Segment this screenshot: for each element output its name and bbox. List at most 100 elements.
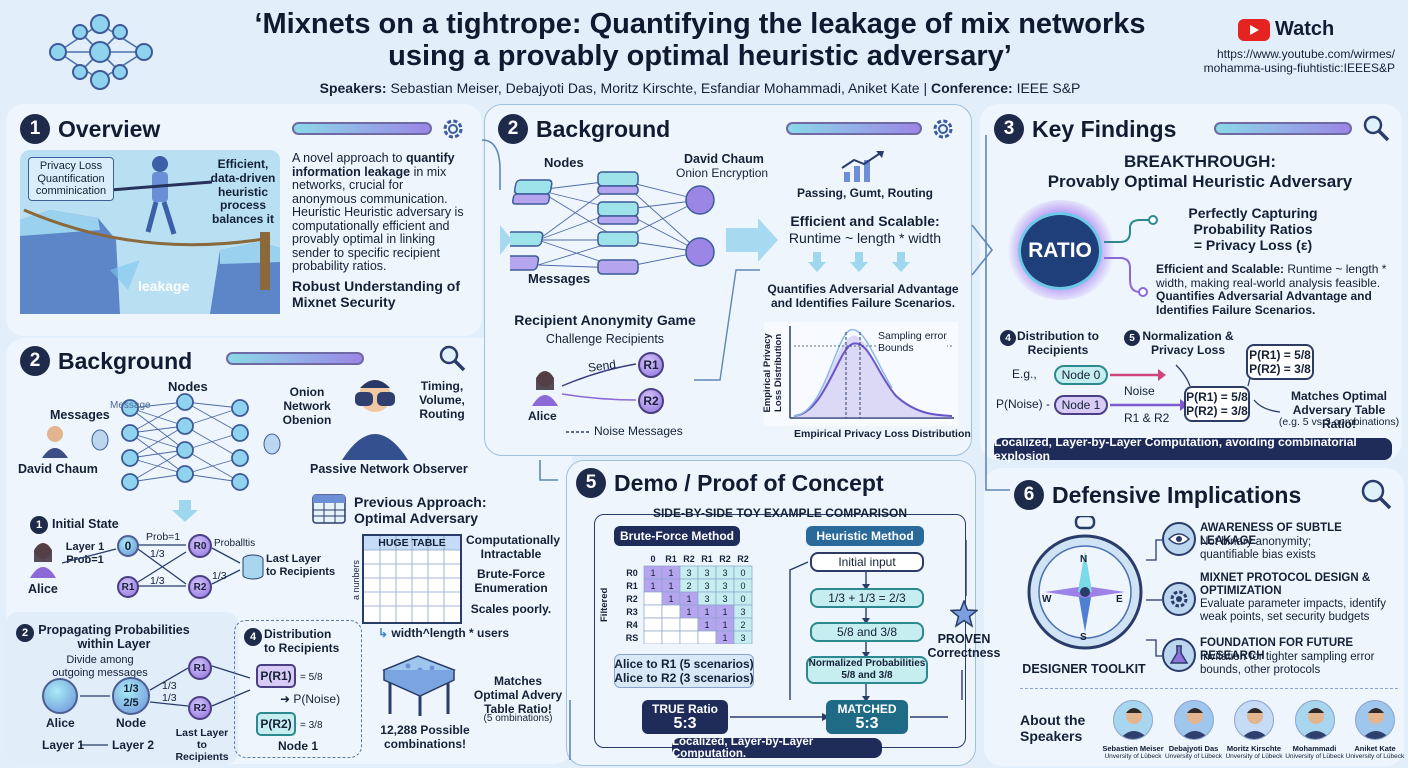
url-line-2: mohamma-using-fiuhtistic:IEEES&P bbox=[1203, 61, 1395, 75]
gear-icon-2 bbox=[930, 116, 956, 147]
propagate-title: Propagating Probabilities within Layer bbox=[38, 623, 190, 652]
true-ratio-label: TRUE Ratio bbox=[652, 702, 718, 716]
alice-node-label: Alice bbox=[46, 716, 75, 730]
bf-cell-value: 3 bbox=[722, 568, 727, 578]
bf-cell-value: 0 bbox=[740, 568, 745, 578]
youtube-play-icon bbox=[1238, 18, 1270, 41]
compass-w: W bbox=[1042, 594, 1052, 605]
matched-box bbox=[826, 700, 908, 734]
compass-e: E bbox=[1116, 594, 1123, 605]
section-number: 2 bbox=[20, 346, 50, 376]
table-grid-icon bbox=[312, 494, 346, 529]
section-number: 5 bbox=[576, 468, 606, 498]
watch-link[interactable]: Watch bbox=[1238, 18, 1334, 41]
cog-icon bbox=[1162, 582, 1196, 616]
bf-row-header: R2 bbox=[626, 594, 638, 604]
overview-description: A novel approach to quantify information… bbox=[292, 151, 468, 274]
bf-col-header: R2 bbox=[719, 554, 731, 564]
game-node-r2: R2 bbox=[638, 388, 664, 414]
section-number: 6 bbox=[1014, 480, 1044, 510]
desc-post: in mix networks, crucial for anonymous c… bbox=[292, 164, 464, 273]
bf-cell-value: 3 bbox=[704, 568, 709, 578]
mid-david-label: David Chaum bbox=[684, 152, 764, 166]
speakers-divider bbox=[1020, 688, 1398, 689]
game-alice-label: Alice bbox=[528, 409, 557, 423]
bf-row-header: R3 bbox=[626, 607, 638, 617]
true-ratio-value: 5:3 bbox=[673, 715, 697, 732]
down-arrow-icon bbox=[172, 500, 198, 527]
bf-row-header: RS bbox=[626, 633, 639, 643]
bf-cell bbox=[679, 630, 699, 645]
third-label-b: 1/3 bbox=[150, 575, 165, 587]
ratio-circle: RATIO bbox=[1018, 212, 1102, 290]
heuristic-tag-label: Heuristic Method bbox=[816, 529, 914, 543]
desc-bold: quantify information leakage bbox=[292, 151, 455, 179]
sampling-error-label: Sampling error Bounds bbox=[878, 330, 947, 355]
bf-cell-value: 0 bbox=[740, 594, 745, 604]
speaker-avatar bbox=[1355, 700, 1395, 740]
propagate-number: 2 bbox=[16, 624, 34, 642]
findings-banner-text: Localized, Layer-by-Layer Computation, a… bbox=[994, 435, 1357, 463]
huge-table-label: HUGE TABLE bbox=[378, 537, 446, 549]
video-url[interactable]: https://www.youtube.com/wirmes/ mohamma-… bbox=[1170, 47, 1395, 75]
matches-label: Matches Optimal Advery Table Ratio! bbox=[473, 674, 563, 716]
demo-banner-text: Localized, Layer-by-Layer Computation. bbox=[672, 736, 814, 760]
overview-header: 1 Overview bbox=[20, 114, 160, 144]
item3-text: Invitation for tighter sampling error bo… bbox=[1200, 651, 1375, 677]
last-layer-label-2: Last Layer to Recipients bbox=[175, 727, 229, 764]
prob1-label: Prob=1 bbox=[146, 531, 181, 543]
speaker-name: Moritz Kirschte bbox=[1226, 744, 1282, 753]
bf-cell-value: 3 bbox=[740, 633, 745, 643]
divide-label: Divide among outgoing messages bbox=[52, 654, 148, 679]
pr2-label: P(R2) bbox=[260, 717, 292, 731]
bf-cell-value: 3 bbox=[704, 594, 709, 604]
item2-title: MIXNET PROTOCOL DESIGN & OPTIMIZATION bbox=[1200, 572, 1371, 598]
privacy-loss-label-box bbox=[28, 157, 114, 201]
game-subtitle: Challenge Recipients bbox=[545, 332, 665, 346]
alice-scenarios-box bbox=[614, 654, 754, 688]
mid-nodes-label: Nodes bbox=[544, 155, 584, 170]
computationally-label: Computationally Intractable bbox=[466, 533, 561, 561]
node-r2: R2 bbox=[188, 575, 212, 599]
bf-cell-value: 3 bbox=[686, 568, 691, 578]
message-label: Message bbox=[110, 400, 151, 411]
bf-row-header: R0 bbox=[626, 568, 638, 578]
node1-label: Node 1 bbox=[278, 739, 319, 753]
section-title: Demo / Proof of Concept bbox=[614, 469, 884, 496]
section-title: Background bbox=[58, 347, 193, 374]
background-left-header: 2 Background bbox=[20, 346, 192, 376]
heuristic-tag: Heuristic Method bbox=[806, 526, 924, 546]
alice-node bbox=[42, 678, 78, 714]
initial-state-title: Initial State bbox=[52, 517, 119, 531]
findings-eff-text: Runtime ~ length * width, making real-wo… bbox=[1156, 262, 1387, 290]
title-line-1: ‘Mixnets on a tightrope: Quantifying the… bbox=[254, 8, 1146, 40]
section-title: Key Findings bbox=[1032, 115, 1177, 142]
findings-matches: Matches Optimal Adversary Table Ratio! bbox=[1290, 389, 1388, 431]
three-down-arrows bbox=[808, 252, 912, 279]
speaker-affiliation: University of Lübeck bbox=[1285, 753, 1344, 760]
bf-cell bbox=[697, 630, 717, 645]
proven-label: PROVEN Correctness bbox=[927, 632, 1001, 661]
bf-cell-value: 3 bbox=[704, 581, 709, 591]
bf-col-header: R1 bbox=[665, 554, 677, 564]
node-0 bbox=[117, 535, 139, 557]
section-number: 3 bbox=[994, 114, 1024, 144]
search-icon-3 bbox=[1360, 478, 1392, 515]
timing-label: Timing, Volume, Routing bbox=[419, 379, 465, 421]
findings-pnoise: P(Noise) - bbox=[996, 397, 1051, 411]
node-r0: R0 bbox=[188, 534, 212, 558]
efficient-label: Efficient, data-driven heuristic process… bbox=[210, 157, 276, 227]
brute-force-tag-label: Brute-Force Method bbox=[620, 529, 734, 543]
about-speakers-label: About the Speakers bbox=[1020, 712, 1086, 745]
noise-messages-label: Noise Messages bbox=[594, 424, 683, 438]
speaker-affiliation: Unversity of Lübeck bbox=[1104, 753, 1162, 760]
previous-approach-title: Previous Approach: Optimal Adversary bbox=[354, 494, 487, 527]
compass-s: S bbox=[1080, 632, 1087, 643]
table-side-label: sɹǝqunu ɐ bbox=[352, 560, 362, 601]
demo-header: 5 Demo / Proof of Concept bbox=[576, 468, 884, 498]
bf-row-header: R4 bbox=[626, 620, 638, 630]
combinations-label: 12,288 Possible combinations! bbox=[380, 723, 470, 751]
formula-text: width^length * users bbox=[391, 626, 510, 640]
